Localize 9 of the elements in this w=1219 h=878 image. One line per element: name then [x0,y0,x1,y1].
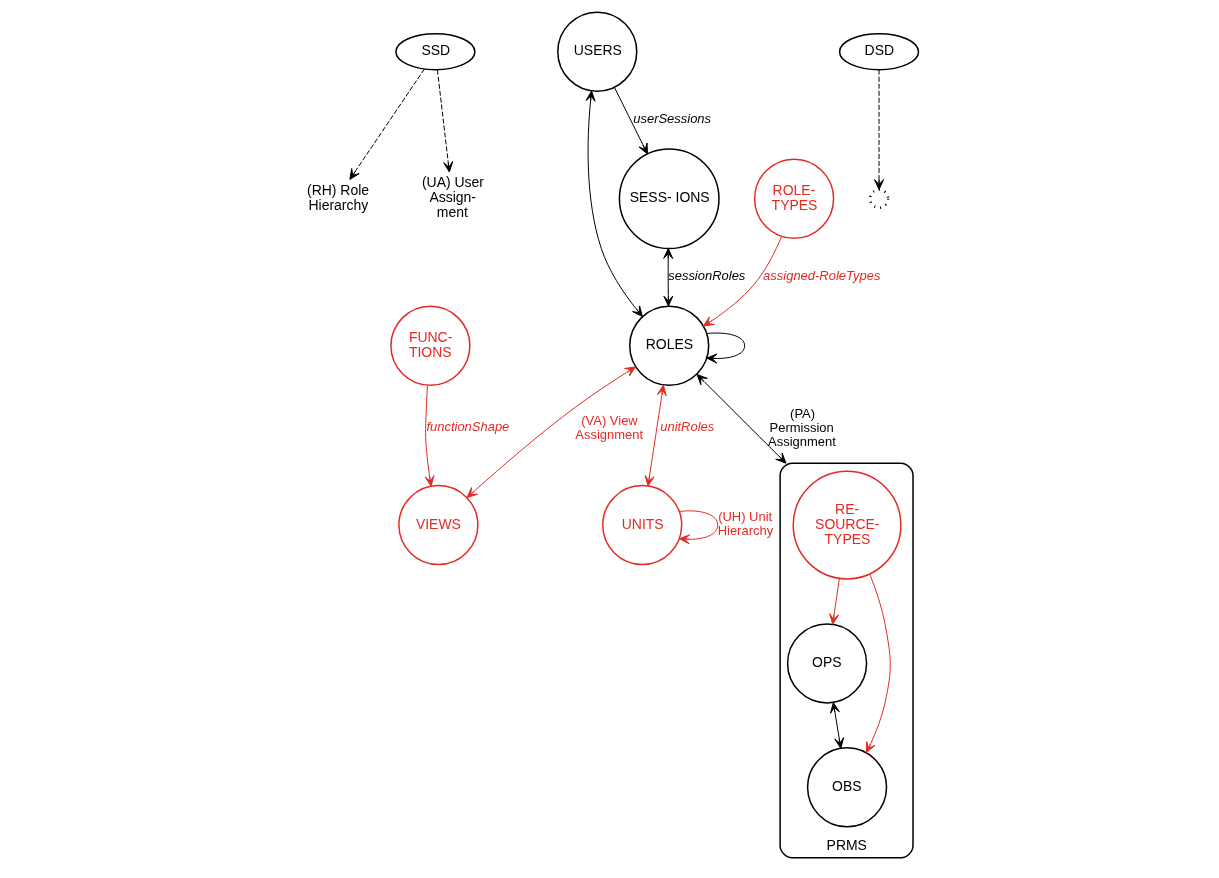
edge-label: (VA) View Assignment [575,412,644,442]
edge-label: unitRoles [660,418,715,434]
edge-label: (PA) Permission Assignment [768,405,836,449]
node-text: (RH) Role Hierarchy [306,181,370,213]
edge-label: functionShape [426,418,510,434]
node-text: (UA) User Assign- ment [421,174,484,221]
edge-label: assigned-RoleTypes [763,267,881,283]
edge-label: (UH) Unit Hierarchy [717,509,774,539]
edge-label: userSessions [633,110,712,126]
